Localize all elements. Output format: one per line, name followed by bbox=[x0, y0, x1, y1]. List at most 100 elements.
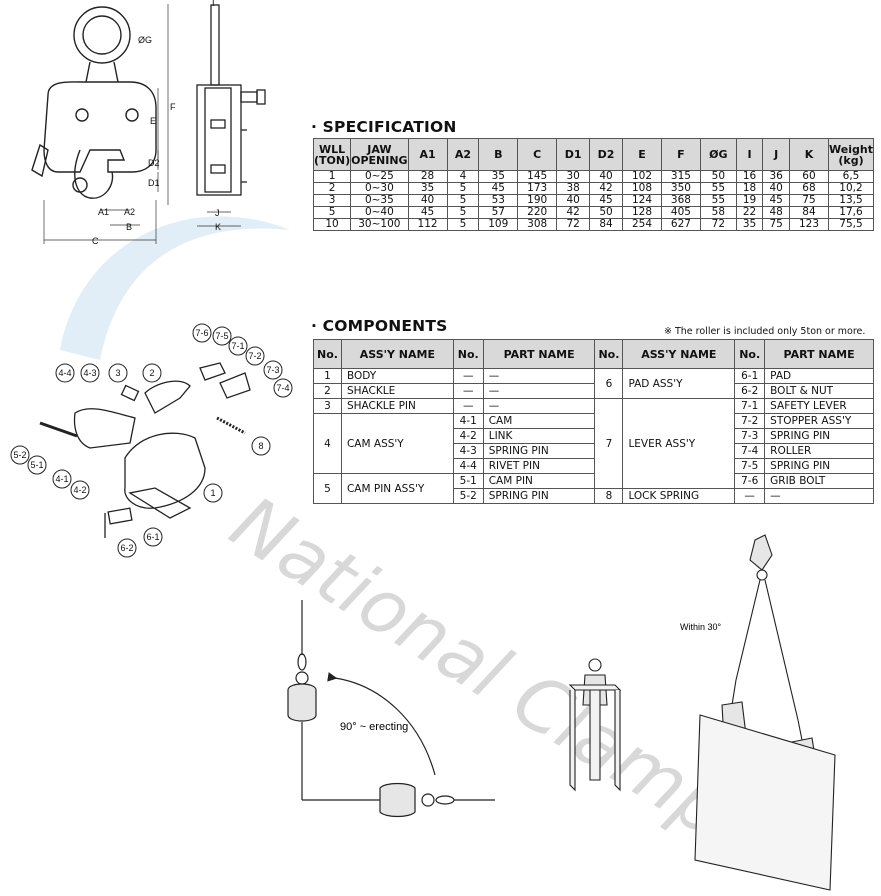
table-cell: 75 bbox=[762, 218, 790, 231]
comp-header-part-name: PART NAME bbox=[482, 339, 596, 369]
table-cell: 40 bbox=[762, 182, 790, 195]
callout-7-6: 7-6 bbox=[195, 328, 208, 338]
part-name: — bbox=[482, 368, 596, 384]
part-no: 5-2 bbox=[452, 488, 484, 504]
assy-name: CAM ASS'Y bbox=[340, 413, 454, 474]
table-cell: 55 bbox=[699, 194, 737, 207]
table-cell: 38 bbox=[556, 182, 591, 195]
table-cell: 57 bbox=[478, 206, 519, 219]
table-cell: 254 bbox=[622, 218, 662, 231]
part-name: — bbox=[764, 488, 874, 504]
callout-2: 2 bbox=[149, 368, 154, 378]
part-no: 7-6 bbox=[734, 473, 766, 489]
assy-name: BODY bbox=[340, 368, 454, 384]
part-no: — bbox=[734, 488, 766, 504]
plate-usage-drawing: Within 30° bbox=[680, 534, 836, 891]
components-table: No. ASS'Y NAME No. PART NAME No. ASS'Y N… bbox=[313, 339, 874, 504]
callout-4-3: 4-3 bbox=[83, 368, 96, 378]
part-name: LINK bbox=[482, 428, 596, 444]
callout-3: 3 bbox=[115, 368, 120, 378]
table-cell: 16 bbox=[735, 170, 764, 183]
table-cell: 123 bbox=[788, 218, 830, 231]
table-cell: 53 bbox=[478, 194, 519, 207]
dim-a1-label: A1 bbox=[98, 207, 109, 217]
part-name: STOPPER ASS'Y bbox=[764, 413, 874, 429]
part-name: CAM bbox=[482, 413, 596, 429]
table-cell: 40 bbox=[407, 194, 448, 207]
part-no: 4-1 bbox=[452, 413, 484, 429]
beam-usage-drawing bbox=[568, 658, 622, 792]
components-title: · COMPONENTS bbox=[311, 317, 448, 335]
part-no: 7-5 bbox=[734, 458, 766, 474]
assy-name: CAM PIN ASS'Y bbox=[340, 473, 454, 504]
table-cell: 75 bbox=[788, 194, 830, 207]
table-cell: 30~100 bbox=[350, 218, 409, 231]
table-cell: 84 bbox=[589, 218, 624, 231]
table-cell: 45 bbox=[478, 182, 519, 195]
spec-header-d1: D1 bbox=[556, 138, 591, 171]
dim-e-label: E bbox=[150, 116, 156, 126]
table-cell: 0~35 bbox=[350, 194, 409, 207]
table-cell: 10,2 bbox=[828, 182, 874, 195]
callout-8: 8 bbox=[258, 441, 263, 451]
part-name: GRIB BOLT bbox=[764, 473, 874, 489]
erecting-label: 90° ~ erecting bbox=[340, 721, 408, 733]
table-row: 4-3 SPRING PIN 7-4 ROLLER bbox=[314, 443, 874, 459]
table-cell: 84 bbox=[788, 206, 830, 219]
table-cell: 45 bbox=[762, 194, 790, 207]
table-cell: 35 bbox=[407, 182, 448, 195]
table-cell: 5 bbox=[446, 218, 480, 231]
dim-b-label: B bbox=[126, 222, 132, 232]
angle-label: Within 30° bbox=[680, 622, 722, 632]
assy-name: PAD ASS'Y bbox=[622, 368, 736, 399]
part-name: SPRING PIN bbox=[764, 458, 874, 474]
table-row: 3 SHACKLE PIN — — 7 LEVER ASS'Y 7-1 SAFE… bbox=[313, 398, 874, 489]
table-cell: 50 bbox=[589, 206, 624, 219]
table-cell: 42 bbox=[556, 206, 591, 219]
assy-no: 6 bbox=[594, 368, 624, 399]
table-cell: 35 bbox=[478, 170, 519, 183]
table-cell: 0~40 bbox=[350, 206, 409, 219]
components-note: ※ The roller is included only 5ton or mo… bbox=[664, 326, 866, 337]
part-name: ROLLER bbox=[764, 443, 874, 459]
spec-header-f: F bbox=[660, 138, 701, 171]
comp-header-assy-name: ASS'Y NAME bbox=[340, 339, 454, 369]
table-cell: 5 bbox=[446, 194, 480, 207]
table-cell: 0~30 bbox=[350, 182, 409, 195]
part-name: SPRING PIN bbox=[482, 488, 596, 504]
part-no: — bbox=[452, 398, 484, 414]
table-cell: 1 bbox=[312, 170, 352, 183]
table-cell: 5 bbox=[446, 182, 480, 195]
table-cell: 58 bbox=[699, 206, 737, 219]
callout-5-1: 5-1 bbox=[30, 460, 43, 470]
table-cell: 50 bbox=[699, 170, 737, 183]
table-cell: 40 bbox=[589, 170, 624, 183]
erecting-usage-drawing: 90° ~ erecting bbox=[287, 600, 495, 818]
dim-d2-label: D2 bbox=[148, 158, 160, 168]
table-cell: 3 bbox=[312, 194, 352, 207]
table-cell: 45 bbox=[589, 194, 624, 207]
table-cell: 124 bbox=[622, 194, 662, 207]
table-cell: 22 bbox=[735, 206, 764, 219]
comp-header-part-no-right: No. bbox=[734, 339, 766, 369]
table-cell: 4 bbox=[446, 170, 480, 183]
assy-no: 7 bbox=[594, 398, 624, 489]
specification-header-row: WLL (TON) JAW OPENING A1 A2 B C D1 D2 E … bbox=[312, 138, 874, 171]
assy-no: 8 bbox=[594, 488, 624, 504]
callout-7-3: 7-3 bbox=[266, 365, 279, 375]
dim-j-label: J bbox=[215, 208, 220, 218]
assy-name: SHACKLE PIN bbox=[340, 398, 454, 414]
table-cell: 220 bbox=[517, 206, 558, 219]
table-cell: 40 bbox=[556, 194, 591, 207]
table-cell: 10 bbox=[312, 218, 352, 231]
table-cell: 145 bbox=[517, 170, 558, 183]
spec-header-c: C bbox=[517, 138, 558, 171]
spec-header-a1: A1 bbox=[407, 138, 448, 171]
assy-no: 1 bbox=[313, 368, 342, 384]
spec-header-i: I bbox=[735, 138, 764, 171]
assy-name: SHACKLE bbox=[340, 383, 454, 399]
part-no: 7-1 bbox=[734, 398, 766, 414]
